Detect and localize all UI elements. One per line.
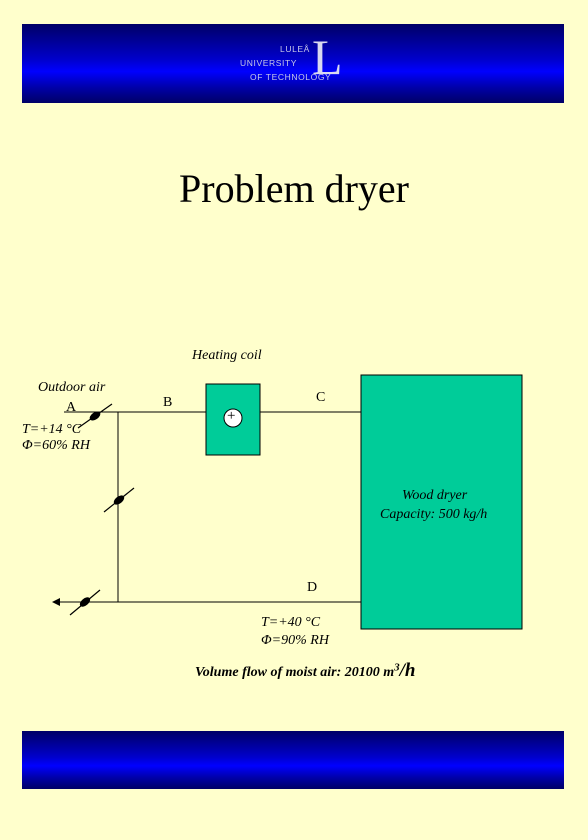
damper-inlet	[77, 403, 113, 429]
point-a-label: A	[66, 400, 77, 415]
volume-flow-exponent: 3	[394, 661, 400, 674]
point-c-label: C	[316, 390, 326, 405]
page-title: Problem dryer	[179, 166, 409, 211]
volume-flow-unit: /h	[399, 660, 416, 681]
header-banner: LULEÅ UNIVERSITY OF TECHNOLOGY L	[22, 24, 564, 103]
footer-banner	[22, 731, 564, 789]
logo-letter: L	[312, 29, 343, 85]
damper-exhaust	[69, 589, 101, 616]
volume-flow-main: Volume flow of moist air: 20100 m	[195, 665, 395, 680]
point-d-label: D	[307, 580, 318, 595]
dryer-capacity: Capacity: 500 kg/h	[380, 507, 488, 522]
exhaust-arrow	[52, 598, 60, 606]
damper-return	[103, 487, 135, 513]
logo-line-3: OF TECHNOLOGY	[250, 72, 332, 82]
coil-symbol-circle	[223, 408, 243, 428]
point-b-label: B	[163, 395, 173, 410]
inlet-humidity: Φ=60% RH	[22, 438, 90, 453]
inlet-temperature: T=+14 °C	[22, 422, 82, 437]
university-logo: LULEÅ UNIVERSITY OF TECHNOLOGY L	[230, 32, 360, 94]
outlet-humidity: Φ=90% RH	[261, 633, 329, 648]
wood-dryer	[360, 374, 523, 630]
coil-plus-symbol: +	[227, 408, 236, 424]
outlet-temperature: T=+40 °C	[261, 615, 321, 630]
volume-flow-text: Volume flow of moist air: 20100 m3/h	[195, 660, 415, 682]
outdoor-air-label: Outdoor air	[38, 380, 106, 395]
heating-coil-label: Heating coil	[192, 348, 262, 363]
dryer-label: Wood dryer	[402, 488, 468, 503]
logo-line-2: UNIVERSITY	[240, 58, 298, 68]
logo-line-1: LULEÅ	[280, 44, 310, 54]
